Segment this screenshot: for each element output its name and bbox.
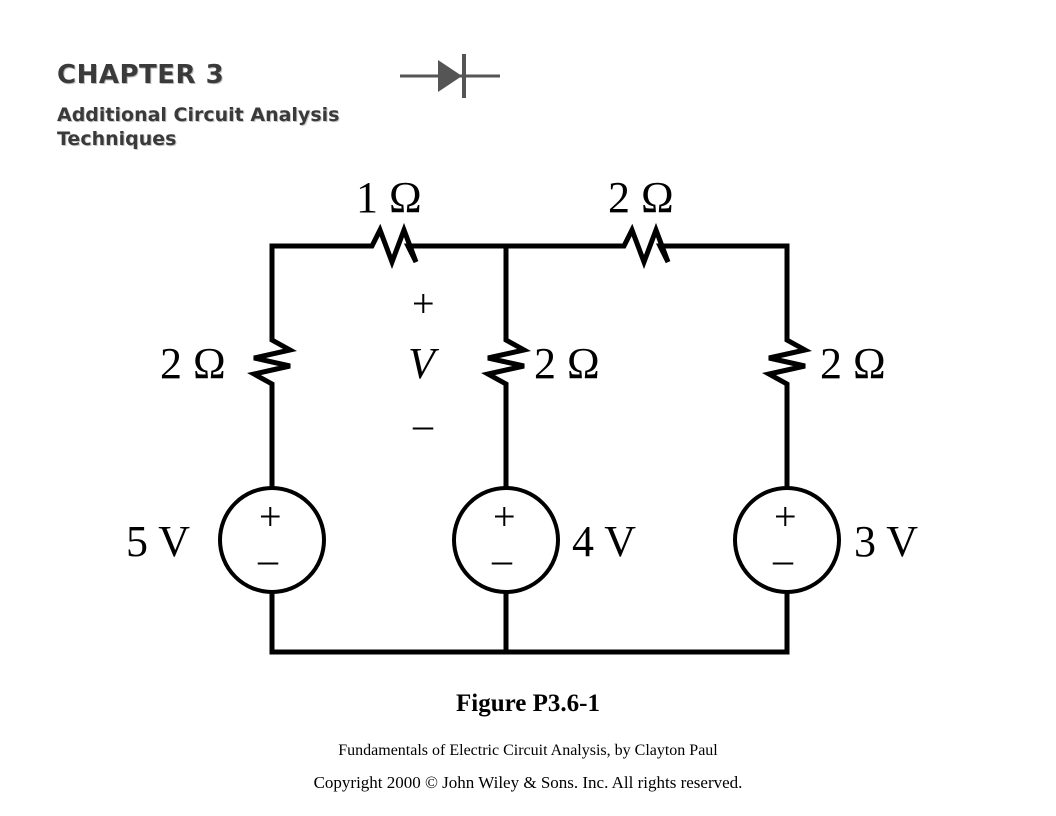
resistor-top-left-label: 1 Ω	[356, 173, 422, 222]
resistor-top-right-label: 2 Ω	[608, 173, 674, 222]
diode-logo-icon	[400, 54, 500, 98]
resistor-left-branch-label: 2 Ω	[160, 339, 226, 388]
source-middle-minus: –	[492, 537, 512, 582]
figure-title: Figure P3.6-1	[456, 690, 600, 717]
figure-credit: Fundamentals of Electric Circuit Analysi…	[338, 742, 718, 759]
resistor-middle-branch-label: 2 Ω	[534, 339, 600, 388]
chapter-subtitle-line2: Techniques	[57, 128, 177, 150]
resistor-right-branch-label: 2 Ω	[820, 339, 886, 388]
source-middle-label: 4 V	[572, 517, 636, 566]
voltage-minus-sign: –	[413, 402, 433, 447]
top-wire	[269, 222, 790, 270]
source-right-label: 3 V	[854, 517, 918, 566]
chapter-banner: CHAPTER 3 Additional Circuit Analysis Te…	[40, 40, 500, 152]
right-branch-wire	[762, 243, 812, 491]
chapter-title: CHAPTER 3	[57, 60, 225, 90]
figure-copyright: Copyright 2000 © John Wiley & Sons. Inc.…	[313, 773, 743, 792]
source-middle-plus: +	[493, 494, 516, 539]
voltage-label: V	[408, 339, 435, 388]
source-left-circle	[218, 486, 326, 594]
source-left-plus: +	[259, 494, 282, 539]
middle-branch-wire	[481, 243, 531, 491]
source-right-plus: +	[774, 494, 797, 539]
source-right-minus: –	[773, 537, 793, 582]
source-left-label: 5 V	[126, 517, 190, 566]
source-right-circle	[733, 486, 841, 594]
source-middle-circle	[452, 486, 560, 594]
voltage-plus-sign: +	[412, 281, 435, 326]
source-left-minus: –	[258, 537, 278, 582]
left-branch-wire	[247, 243, 297, 491]
chapter-subtitle-line1: Additional Circuit Analysis	[57, 104, 340, 126]
